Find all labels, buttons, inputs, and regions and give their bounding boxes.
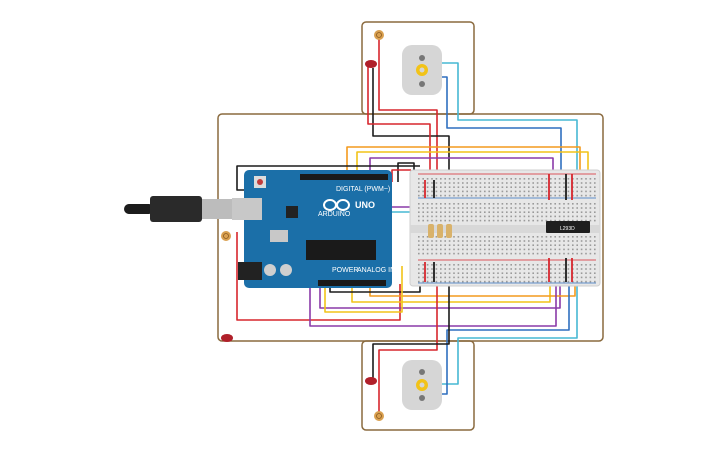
usb-plug-metal	[202, 199, 234, 219]
dc-motor-icon[interactable]	[402, 360, 442, 410]
wire-orange	[346, 146, 581, 182]
board-brand-label: ARDUINO	[318, 211, 351, 218]
wire-cyan	[438, 270, 578, 385]
bottom-enclosure	[361, 340, 475, 431]
wire-black	[372, 266, 450, 384]
photoresistor-icon[interactable]	[221, 231, 231, 241]
top-enclosure	[361, 21, 475, 115]
wire-blue	[438, 270, 570, 395]
usb-plug-icon	[150, 196, 202, 222]
breadboard-jumpers[interactable]	[424, 174, 573, 282]
analog-header-label: ANALOG IN	[357, 267, 395, 274]
photoresistor-icon[interactable]	[374, 30, 384, 40]
enclosure	[217, 21, 604, 431]
capacitor	[264, 264, 276, 276]
led-icon[interactable]	[221, 334, 233, 342]
arduino-uno-board[interactable]: UNO ARDUINO DIGITAL (PWM~) POWER ANALOG …	[232, 170, 395, 288]
wire-red	[391, 169, 411, 182]
usb-port	[232, 198, 262, 220]
breadboard-center-channel	[410, 225, 600, 233]
breadboard-holes[interactable]	[418, 178, 596, 283]
motor-driver-ic[interactable]	[546, 221, 590, 233]
led-icon[interactable]	[365, 60, 377, 68]
wire-cyan	[438, 62, 578, 180]
usb-cable[interactable]	[124, 196, 234, 222]
power-jack	[238, 262, 262, 280]
wire-red	[378, 38, 438, 180]
resistor-icon[interactable]	[428, 224, 452, 238]
usb-cable-wire	[124, 204, 154, 214]
power-analog-header[interactable]	[318, 280, 386, 286]
digital-header-label: DIGITAL (PWM~)	[336, 186, 390, 193]
arduino-logo	[323, 199, 350, 211]
wire-red	[367, 62, 431, 182]
power-header-label: POWER	[332, 267, 358, 274]
wire-yellow	[356, 151, 589, 182]
capacitor	[280, 264, 292, 276]
photoresistor-icon[interactable]	[374, 411, 384, 421]
wire-purple	[319, 266, 561, 309]
microcontroller-chip	[306, 240, 376, 260]
breadboard[interactable]: L293D	[409, 169, 601, 287]
wire-purple	[309, 270, 557, 327]
led-icon[interactable]	[365, 377, 377, 385]
dc-motor-icon[interactable]	[402, 45, 442, 95]
ic-label: L293D	[560, 226, 575, 232]
wire-red	[378, 268, 438, 412]
wire-blue	[438, 76, 562, 182]
board-model-label: UNO	[355, 200, 375, 210]
digital-header[interactable]	[300, 174, 388, 180]
